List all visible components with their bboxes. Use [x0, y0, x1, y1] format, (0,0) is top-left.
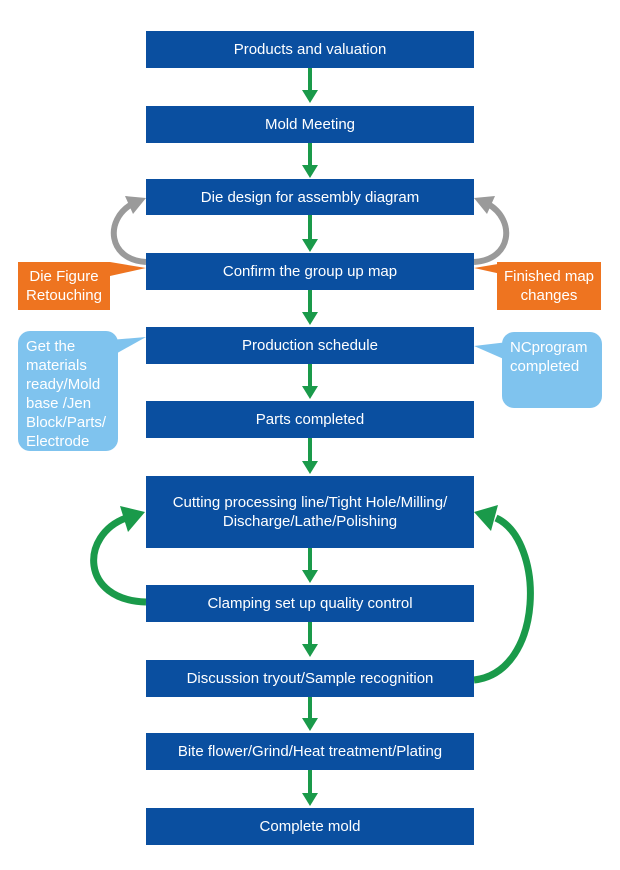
nc-bubble-tail — [474, 342, 508, 360]
note-line: Finished map — [503, 268, 595, 285]
flow-arrow — [302, 697, 318, 731]
step-clamping-quality-control: Clamping set up quality control — [146, 585, 474, 622]
step-products-and-valuation: Products and valuation — [146, 31, 474, 68]
note-line: Get the — [26, 338, 76, 355]
step-parts-completed: Parts completed — [146, 401, 474, 438]
note-materials-ready: Get the materials ready/Mold base /Jen B… — [18, 331, 118, 451]
review-loop-left — [110, 196, 147, 265]
note-finished-map-changes: Finished map changes — [497, 262, 601, 310]
step-confirm-group-up-map: Confirm the group up map — [146, 253, 474, 290]
step-discussion-tryout: Discussion tryout/Sample recognition — [146, 660, 474, 697]
note-line: Electrode — [26, 433, 90, 450]
note-line: NCprogram — [510, 339, 588, 356]
note-line: Block/Parts/ — [26, 414, 107, 431]
note-line: Retouching — [26, 287, 102, 304]
step-cutting-processing: Cutting processing line/Tight Hole/Milli… — [146, 476, 474, 548]
note-line: Die Figure — [29, 268, 99, 285]
note-die-figure-retouching: Die Figure Retouching — [18, 262, 110, 310]
materials-bubble-tail — [110, 337, 146, 356]
note-line: completed — [510, 358, 580, 375]
step-die-design: Die design for assembly diagram — [146, 179, 474, 215]
step-bite-flower-grind: Bite flower/Grind/Heat treatment/Plating — [146, 733, 474, 770]
flow-arrow — [302, 364, 318, 399]
flow-arrow — [302, 548, 318, 583]
note-nc-program-completed: NCprogram completed — [502, 332, 602, 408]
orange-note-tail-left — [110, 262, 146, 276]
flow-arrow — [302, 770, 318, 806]
flow-arrow — [302, 68, 318, 103]
flow-arrow — [302, 622, 318, 657]
flow-arrow — [302, 143, 318, 178]
flow-arrow — [302, 290, 318, 325]
note-line: materials — [26, 357, 87, 374]
note-line: base /Jen — [26, 395, 92, 412]
step-production-schedule: Production schedule — [146, 327, 474, 364]
note-line: changes — [520, 287, 578, 304]
step-cutting-line-1: Cutting processing line/Tight Hole/Milli… — [172, 494, 448, 511]
step-mold-meeting: Mold Meeting — [146, 106, 474, 143]
step-complete-mold: Complete mold — [146, 808, 474, 845]
flow-arrow — [302, 215, 318, 252]
step-cutting-line-2: Discharge/Lathe/Polishing — [222, 513, 398, 530]
flow-arrows — [302, 68, 318, 806]
review-loop-right — [473, 196, 510, 265]
flow-arrow — [302, 438, 318, 474]
feedback-loop-left — [90, 506, 147, 606]
note-line: ready/Mold — [26, 376, 101, 393]
feedback-loop-right — [473, 505, 534, 684]
